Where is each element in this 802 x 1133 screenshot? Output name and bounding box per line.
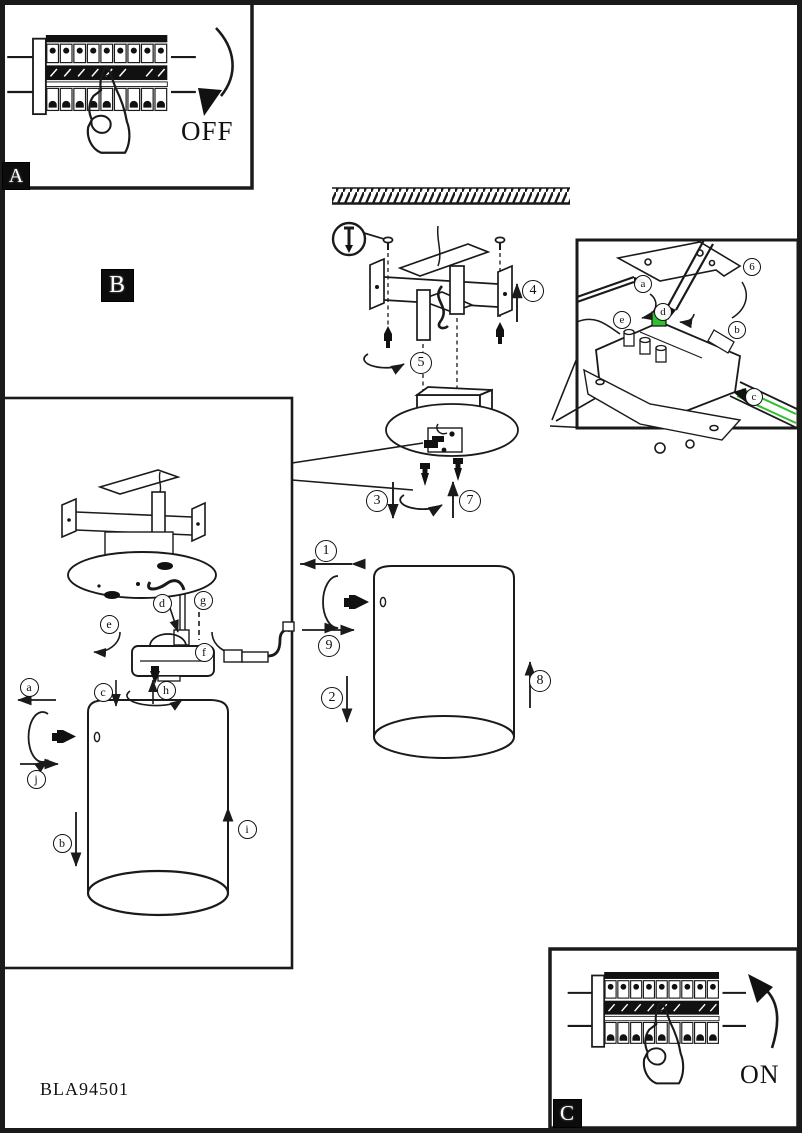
side-connector [223,621,295,663]
power-off-box [0,0,254,190]
on-caption: ON [740,1060,780,1089]
terminal-detail [424,423,463,453]
step-marker-shade_mount_steps-1: 1 [315,540,337,562]
rotate-arrow-canopy [399,494,443,517]
screw-magnifier-icon [331,221,385,257]
shade-rotate-steps [300,558,536,723]
shade-cylinder-main [300,558,536,759]
detail-exploded-view [17,469,295,917]
step-marker-ceiling_bracket_steps-5: 5 [410,352,432,374]
rotate-arrow-5 [363,353,405,375]
wiring-detail-view [576,239,798,454]
step-marker-detail_box_steps-b: b [52,833,72,853]
step-marker-detail_box_steps-j: j [26,769,46,789]
step-marker-wiring_inset_steps-c: c [745,388,763,406]
breaker-panel-on-illustration [566,970,779,1085]
step-marker-shade_mount_steps-2: 2 [321,687,343,709]
step-marker-detail_box_steps-a: a [19,677,39,697]
tag-step-b: B [100,268,134,302]
step-marker-detail_box_steps-d: d [152,593,172,613]
step-marker-ceiling_bracket_steps-7: 7 [459,490,481,512]
step-marker-shade_mount_steps-9: 9 [318,635,340,657]
step-marker-ceiling_bracket_steps-4: 4 [522,280,544,302]
step-marker-wiring_inset_steps-a: a [634,275,652,293]
on-arrowhead [748,974,773,1003]
off-arrow [215,27,234,97]
step-marker-shade_mount_steps-8: 8 [529,670,551,692]
off-arrowhead [198,88,222,116]
detail-box [1,396,294,970]
off-caption: OFF [181,116,234,146]
step-marker-wiring_inset_steps-e: e [613,311,631,329]
step-marker-detail_box_steps-g: g [193,590,213,610]
step-marker-wiring_inset_steps-6: 6 [743,258,761,276]
step-marker-wiring_inset_steps-b: b [728,321,746,339]
step-marker-detail_box_steps-f: f [194,642,214,662]
model-code: BLA94501 [40,1079,129,1099]
step-marker-wiring_inset_steps-d: d [654,303,672,321]
step-marker-detail_box_steps-i: i [237,819,257,839]
tag-step-c: C [552,1098,582,1128]
canopy-screws [420,458,463,486]
step-marker-detail_box_steps-c: c [93,682,113,702]
tag-step-a: A [2,162,30,190]
step-marker-detail_box_steps-h: h [156,680,176,700]
ceiling-hatch [332,187,570,205]
breaker-panel-off-illustration [6,27,234,154]
mounting-bracket-illustration [331,221,523,452]
power-on-box [548,947,800,1130]
anchor-bolts [384,322,504,348]
step-marker-detail_box_steps-e: e [99,614,119,634]
step-marker-ceiling_bracket_steps-3: 3 [366,490,388,512]
